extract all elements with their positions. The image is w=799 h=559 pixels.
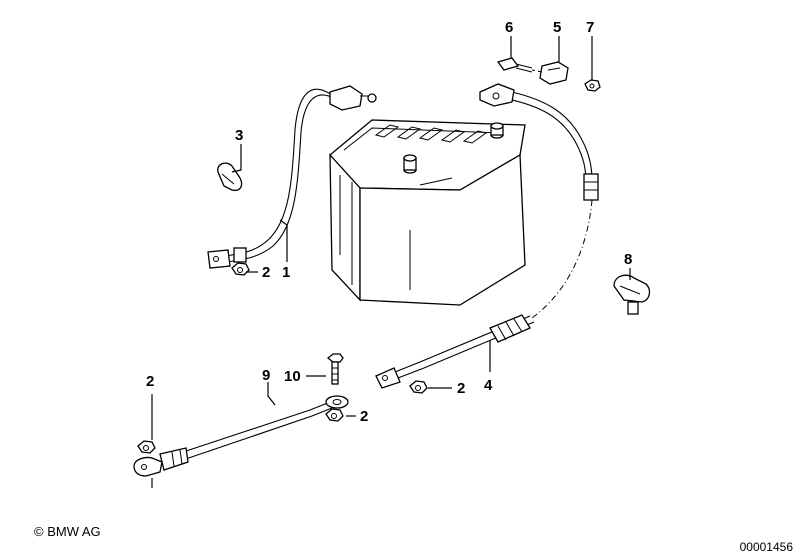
leader-lines [151, 36, 631, 488]
callout-5: 5 [553, 19, 561, 36]
terminal-clamp-5 [539, 61, 569, 85]
bolt-10 [326, 353, 344, 385]
callout-1: 1 [282, 264, 290, 281]
nut-2a [231, 262, 250, 276]
cable-1 [207, 85, 377, 269]
clamp-8 [613, 274, 651, 315]
callout-9: 9 [262, 367, 270, 384]
clip-3 [217, 162, 243, 192]
nut-2d [325, 408, 344, 422]
callout-2a: 2 [262, 264, 270, 281]
callout-2d: 2 [360, 408, 368, 425]
nut-2b [137, 440, 156, 454]
nut-2c [409, 380, 428, 394]
callout-4: 4 [484, 377, 493, 394]
callout-2b: 2 [146, 373, 154, 390]
callout-6: 6 [505, 19, 513, 36]
cable-9 [133, 395, 349, 477]
callout-8: 8 [624, 251, 632, 268]
copyright-notice: © BMW AG [34, 524, 101, 539]
callout-3: 3 [235, 127, 243, 144]
nut-7 [584, 79, 601, 92]
battery [329, 119, 526, 306]
cable-4 [375, 83, 599, 389]
diagram-code: 00001456 [739, 540, 793, 554]
bolt-6 [496, 57, 543, 73]
callout-10: 10 [284, 368, 301, 385]
callout-2c: 2 [457, 380, 465, 397]
callout-7: 7 [586, 19, 594, 36]
